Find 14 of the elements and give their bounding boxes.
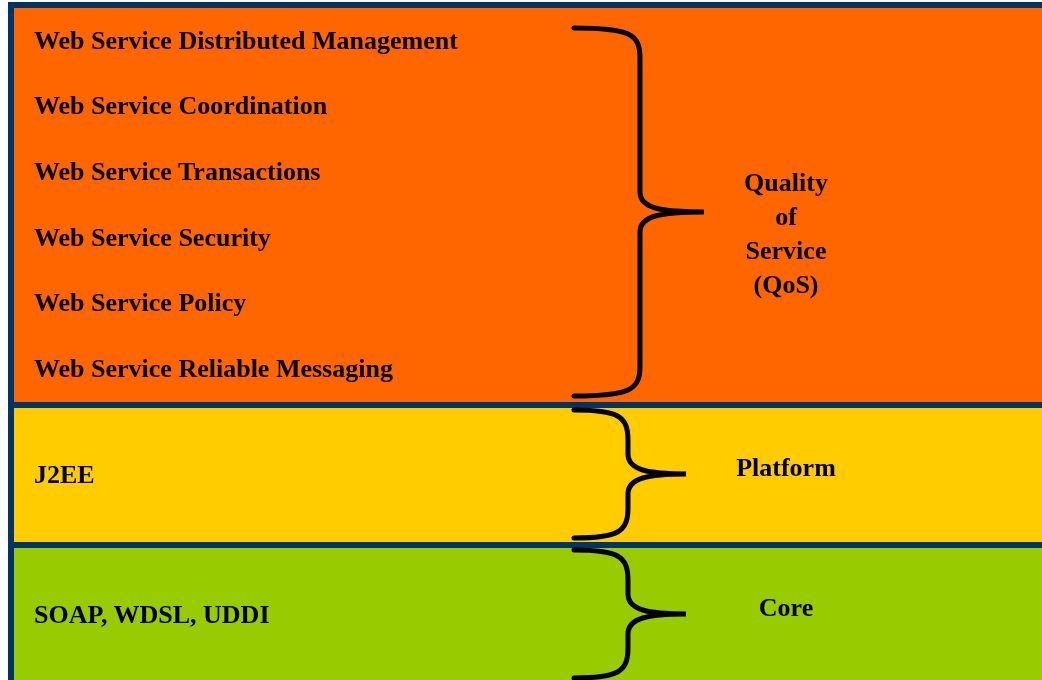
layer-item: J2EE: [34, 460, 95, 490]
layer-label: Platform: [736, 452, 836, 484]
layer-band: [8, 408, 1042, 548]
layer-label: Quality of Service (QoS): [743, 167, 829, 301]
layer-item: Web Service Coordination: [34, 91, 329, 122]
layer-band: [8, 2, 1042, 408]
layer-item: Web Service Distributed Management: [34, 25, 458, 56]
layer-item: Web Service Transactions: [34, 157, 322, 188]
layer-item: Web Service Policy: [34, 288, 248, 319]
layer-item: Web Service Reliable Messaging: [34, 354, 394, 385]
layer-item: Web Service Security: [34, 222, 272, 253]
layer-item: SOAP, WDSL, UDDI: [34, 600, 270, 630]
layer-label: Core: [757, 592, 815, 624]
layer-band: [8, 548, 1042, 680]
